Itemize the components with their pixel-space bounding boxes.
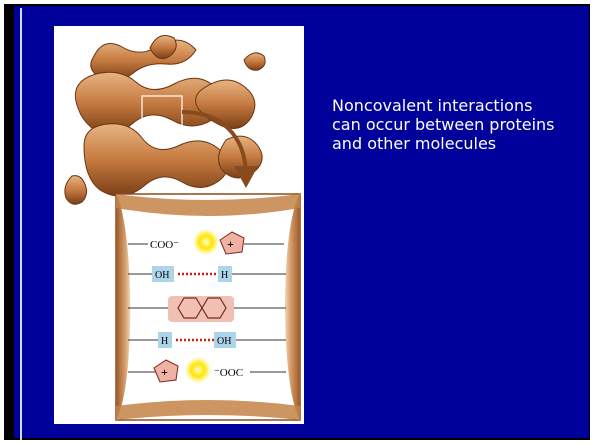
ionic-glow [193, 229, 219, 255]
h-label-2: H [161, 336, 168, 347]
positive-charge-label-2: + [161, 365, 168, 379]
h-label: H [221, 270, 228, 281]
protein-coils [65, 36, 265, 205]
oh-label-2: OH [217, 336, 231, 347]
positive-charge-label: + [227, 237, 234, 251]
carboxylate-label-2: ⁻OOC [214, 367, 243, 379]
protein-interaction-figure: COO⁻ + OH H [54, 26, 304, 424]
slide-caption: Noncovalent interactions can occur betwe… [332, 96, 592, 153]
figure-svg: COO⁻ + OH H [54, 26, 304, 424]
ionic-glow-2 [185, 357, 211, 383]
left-rule [20, 8, 22, 440]
oh-label: OH [155, 270, 169, 281]
carboxylate-label: COO⁻ [150, 239, 179, 251]
